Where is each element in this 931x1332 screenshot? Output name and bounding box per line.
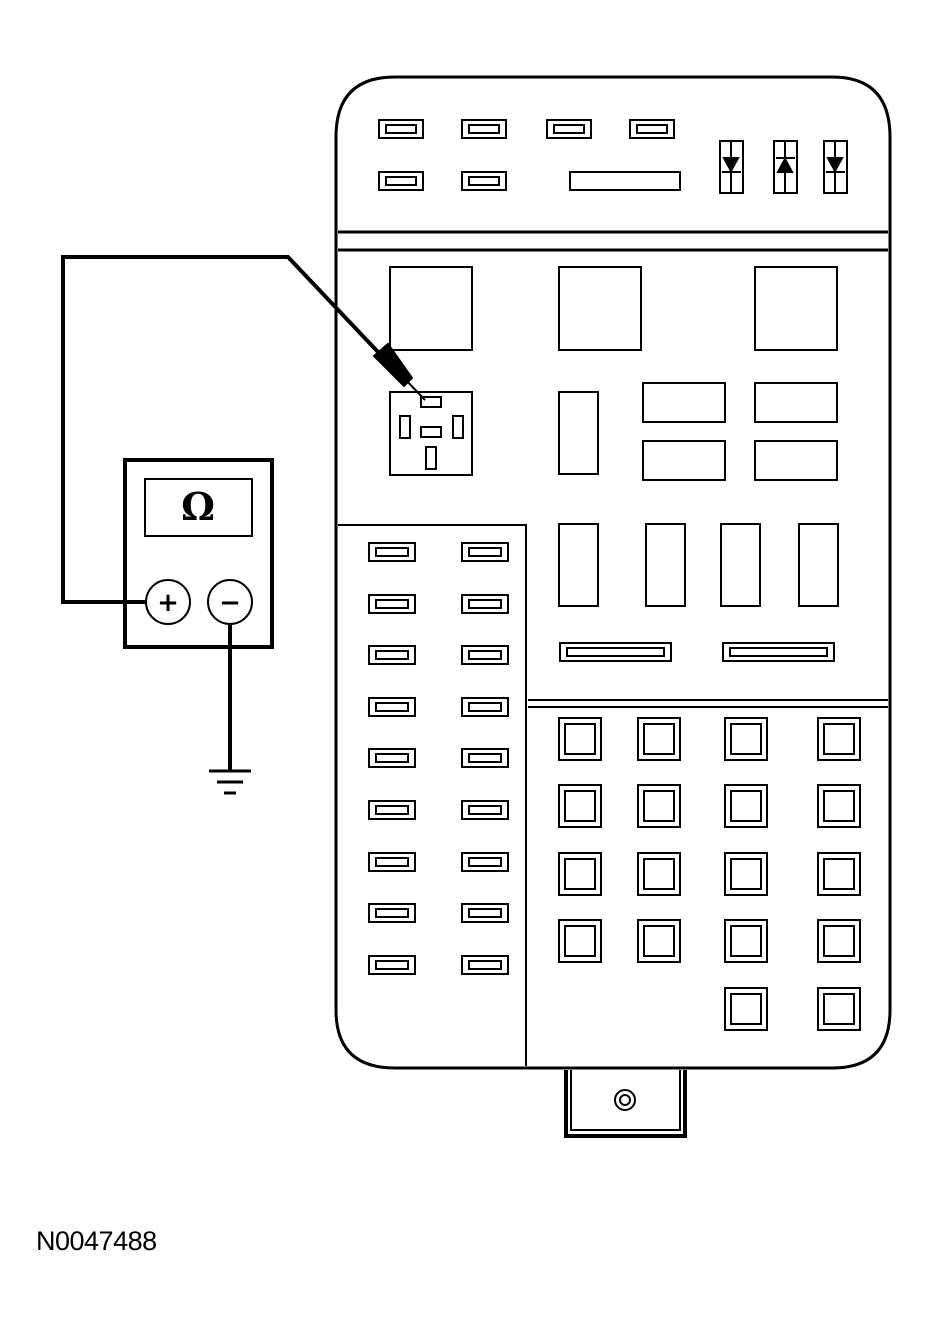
cartridge-fuse	[724, 987, 768, 1031]
cartridge-fuse	[817, 987, 861, 1031]
relay-tall-1	[558, 391, 599, 475]
relay-tall-2	[558, 523, 599, 607]
diode-row	[719, 140, 848, 194]
long-connectors	[559, 642, 835, 662]
top-fuse-1	[378, 119, 424, 139]
relay-wide-3	[642, 440, 726, 481]
relay-wide-2	[754, 382, 838, 423]
cartridge-fuse	[724, 919, 768, 963]
cartridge-fuse	[817, 784, 861, 828]
mini-fuse	[368, 852, 416, 872]
cartridge-fuse	[724, 852, 768, 896]
mid-relays	[558, 382, 839, 607]
cartridge-fuse	[817, 919, 861, 963]
relay-socket-under-test	[389, 391, 473, 476]
mini-fuse-grid	[368, 542, 509, 975]
mini-fuse	[368, 955, 416, 975]
meter-display	[144, 478, 253, 537]
socket-terminal-center	[420, 426, 442, 438]
mounting-bolt-icon	[614, 1089, 636, 1111]
relay-tall-5	[798, 523, 839, 607]
top-fuse-4	[629, 119, 675, 139]
cartridge-fuse	[817, 717, 861, 761]
relay-tall-4	[720, 523, 761, 607]
cartridge-fuse	[558, 919, 602, 963]
socket-terminal-top	[420, 396, 442, 408]
mini-fuse	[368, 542, 416, 562]
relay-large-1	[389, 266, 473, 351]
mini-fuse	[461, 903, 509, 923]
fuse-box-outline	[334, 75, 892, 1070]
mini-fuse	[461, 800, 509, 820]
section-divider-top	[338, 230, 888, 252]
positive-terminal-label: +	[157, 588, 179, 618]
cartridge-fuse	[558, 784, 602, 828]
mini-fuse	[368, 800, 416, 820]
test-probe-icon	[372, 342, 426, 401]
negative-terminal-label: −	[219, 588, 241, 618]
top-fuse-5	[378, 171, 424, 191]
ohmmeter-icon	[123, 458, 274, 649]
mini-fuse	[461, 542, 509, 562]
mini-fuse	[368, 645, 416, 665]
cartridge-fuse	[724, 717, 768, 761]
ground-symbol-icon	[209, 769, 251, 795]
meter-body	[123, 458, 274, 649]
mini-fuse	[368, 697, 416, 717]
relay-wide-4	[754, 440, 838, 481]
figure-id-label: N0047488	[36, 1226, 157, 1256]
socket-terminal-left	[399, 415, 411, 439]
cartridge-fuse	[637, 717, 681, 761]
mounting-tab	[564, 1070, 687, 1138]
mini-fuse-panel-border	[338, 524, 527, 1066]
socket-terminal-bottom	[425, 446, 437, 470]
relay-wide-1	[642, 382, 726, 423]
socket-terminal-right	[452, 415, 464, 439]
diode-1	[719, 140, 744, 194]
cartridge-fuse	[637, 919, 681, 963]
cartridge-fuse	[558, 852, 602, 896]
cartridge-fuse	[637, 784, 681, 828]
cartridge-fuse	[558, 717, 602, 761]
mini-fuse	[461, 955, 509, 975]
section-divider-lower	[528, 699, 888, 708]
cartridge-fuse	[817, 852, 861, 896]
diode-3	[823, 140, 848, 194]
relay-large-2	[558, 266, 642, 351]
large-relays	[389, 266, 838, 351]
mini-fuse	[461, 594, 509, 614]
relay-large-3	[754, 266, 838, 351]
mini-fuse	[461, 852, 509, 872]
mini-fuse	[461, 697, 509, 717]
mini-fuse	[368, 903, 416, 923]
top-fuse-3	[546, 119, 592, 139]
relay-tall-3	[645, 523, 686, 607]
cartridge-fuse	[724, 784, 768, 828]
mini-fuse	[461, 748, 509, 768]
meter-ohm-symbol: Ω	[181, 484, 215, 529]
positive-test-lead	[61, 255, 380, 604]
cartridge-fuse-grid	[558, 717, 861, 1031]
top-fuse-6	[461, 171, 507, 191]
mini-fuse	[368, 748, 416, 768]
mini-fuse	[368, 594, 416, 614]
top-long-connector	[569, 171, 681, 191]
top-fuse-2	[461, 119, 507, 139]
cartridge-fuse	[637, 852, 681, 896]
diode-2	[773, 140, 798, 194]
top-fuse-row	[378, 119, 681, 191]
mini-fuse	[461, 645, 509, 665]
